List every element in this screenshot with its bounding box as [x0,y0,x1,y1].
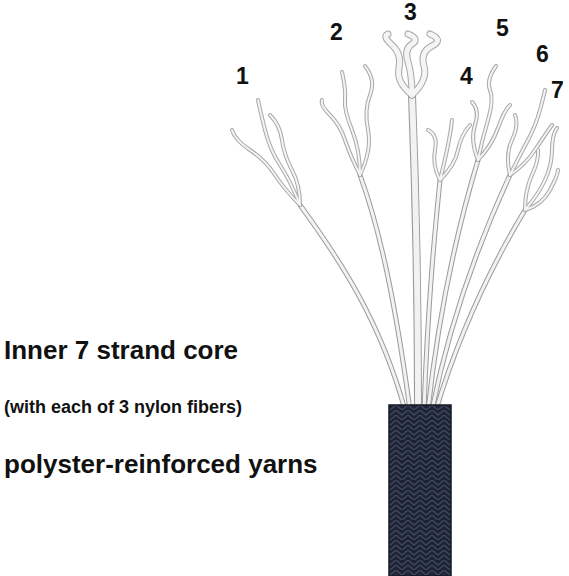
braided-sheath [389,405,451,576]
note-text: (with each of 3 nylon fibers) [4,398,242,418]
callout-number: 4 [460,64,473,89]
callout-number: 1 [236,64,249,89]
callout-number: 6 [536,42,549,67]
callout-number: 5 [496,16,509,41]
callout-number: 7 [551,78,564,103]
callout-number: 2 [330,20,343,45]
core-strands [232,34,558,410]
heading-text: Inner 7 strand core [4,336,238,365]
callout-number: 3 [404,0,417,25]
heading-text: polyster-reinforced yarns [4,450,318,479]
